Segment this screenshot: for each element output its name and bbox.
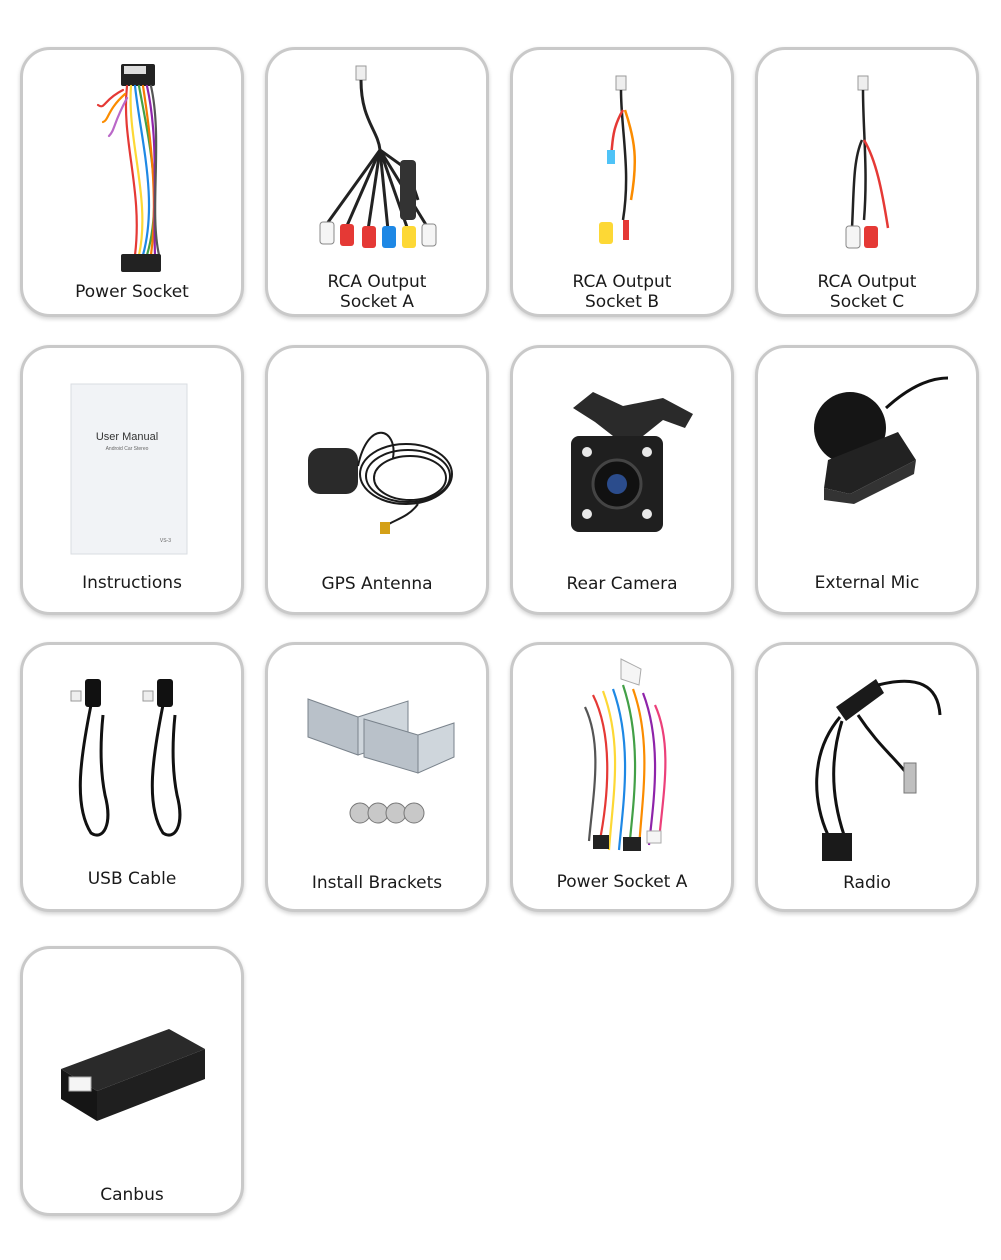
item-label: Power Socket A [556,872,688,892]
item-label: Rear Camera [566,574,678,594]
wiring-harness-icon [96,64,161,272]
item-label: GPS Antenna [321,574,433,594]
rca-cable-icon [319,65,437,248]
item-label: Canbus [100,1185,164,1205]
card-rca-output-socket-b: RCA Output Socket B [510,47,734,317]
card-power-socket: Power Socket [20,47,244,317]
manual-title: User Manual [96,431,158,443]
item-label: Install Brackets [311,873,443,893]
card-external-mic: External Mic [755,345,979,615]
manual-icon: User Manual Android Car Stereo VS-3 [70,383,188,555]
item-label: RCA Output Socket A [327,272,427,312]
card-instructions: User Manual Android Car Stereo VS-3 Inst… [20,345,244,615]
microphone-icon [814,376,949,504]
item-label: RCA Output Socket B [572,272,672,312]
item-label: Power Socket [75,282,189,302]
card-install-brackets: Install Brackets [265,642,489,912]
card-canbus: Canbus [20,946,244,1216]
wiring-harness-icon [584,658,667,851]
usb-cable-icon [70,679,182,837]
card-gps-antenna: GPS Antenna [265,345,489,615]
card-radio: Radio [755,642,979,912]
radio-antenna-adapter-icon [815,679,942,861]
card-rear-camera: Rear Camera [510,345,734,615]
camera-icon [571,392,693,532]
manual-code: VS-3 [160,538,171,544]
card-rca-output-socket-c: RCA Output Socket C [755,47,979,317]
item-label: External Mic [814,573,920,593]
manual-subtitle: Android Car Stereo [106,446,149,452]
item-label: RCA Output Socket C [817,272,917,312]
bracket-icon [307,698,455,824]
item-label: USB Cable [87,869,177,889]
card-usb-cable: USB Cable [20,642,244,912]
card-power-socket-a: Power Socket A [510,642,734,912]
rca-cable-icon [845,75,890,249]
card-rca-output-socket-a: RCA Output Socket A [265,47,489,317]
item-label: Radio [843,873,891,893]
item-label: Instructions [82,573,182,593]
gps-antenna-icon [308,431,453,534]
canbus-box-icon [61,1029,205,1121]
rca-cable-icon [599,75,637,244]
